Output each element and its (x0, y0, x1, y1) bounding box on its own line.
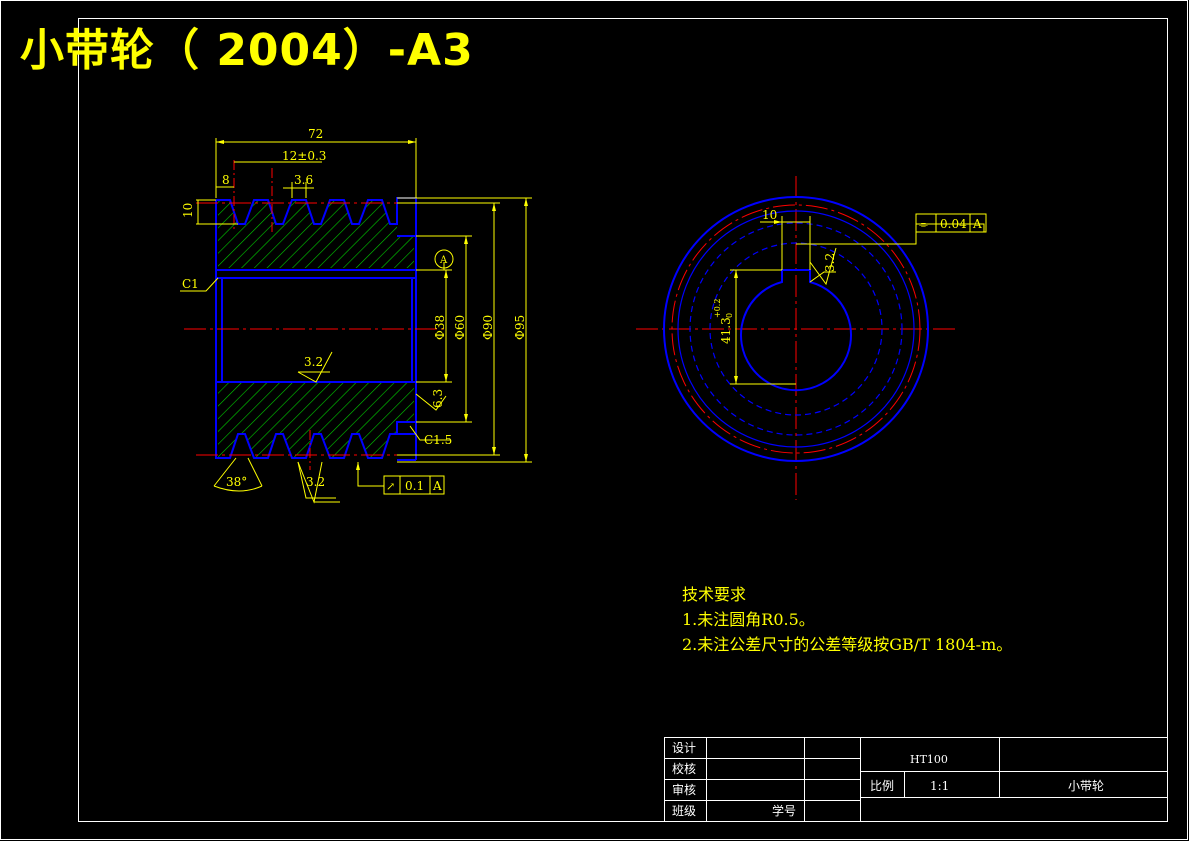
symmetry-value: 0.04 (940, 217, 967, 231)
side-view (636, 176, 958, 500)
hidden-circle-1 (689, 222, 903, 436)
dim-keyway-tol-upper: +0.2 (713, 299, 722, 318)
tb-material: HT100 (910, 753, 948, 766)
tb-student-no: 学号 (772, 803, 796, 818)
dim-width: 72 (308, 127, 323, 141)
side-arrows (734, 220, 782, 384)
dim-bore: Φ38 (433, 315, 447, 340)
dim-body: Φ90 (481, 315, 495, 340)
bore-with-keyway (740, 269, 852, 392)
runout-datum: A (432, 479, 442, 493)
technical-requirements: 技术要求 1.未注圆角R0.5。 2.未注公差尺寸的公差等级按GB/T 1804… (682, 582, 1012, 657)
dim-end-offset: 8 (222, 173, 230, 187)
pitch-circle (671, 204, 921, 454)
runout-value: 0.1 (405, 479, 424, 493)
symmetry-datum: A (972, 217, 982, 231)
rough-face: 6.3 (431, 389, 445, 408)
front-dimension-texts: 72 12±0.3 8 3.6 10 Φ38 Φ60 Φ90 Φ95 C1 C1… (181, 127, 527, 493)
dim-keyway-height: 41.3 (719, 317, 733, 344)
inner-frame (78, 18, 1168, 822)
datum-label: A (439, 255, 448, 266)
upper-outline (216, 197, 417, 270)
tb-class: 班级 (672, 804, 696, 818)
title-block (664, 737, 1168, 822)
side-dimension-texts: 10 41.3 +0.2 0 3.2 ⌯ 0.04 A (713, 208, 982, 344)
tb-review: 审核 (672, 782, 696, 797)
section-view (184, 160, 444, 470)
rough-bore: 3.2 (304, 355, 323, 369)
outer-circle (663, 196, 929, 462)
front-dimensions (180, 138, 532, 504)
tb-scale: 1:1 (930, 779, 949, 793)
tb-check: 校核 (672, 761, 696, 776)
tb-scale-label: 比例 (870, 779, 894, 793)
tech-heading: 技术要求 (682, 585, 747, 604)
symmetry-symbol: ⌯ (919, 218, 928, 231)
dim-chamfer-left: C1 (182, 277, 199, 291)
dim-groove-depth: 10 (181, 203, 195, 218)
dim-pitch: 12±0.3 (282, 149, 326, 163)
tb-part-name: 小带轮 (1068, 779, 1104, 793)
title-block-texts: 设计 校核 审核 班级 学号 HT100 比例 1:1 小带轮 (672, 741, 1104, 818)
dim-keyway-width: 10 (762, 208, 777, 222)
lower-hatch (218, 382, 414, 458)
tech-item-2: 2.未注公差尺寸的公差等级按GB/T 1804-m。 (682, 635, 1013, 654)
dim-keyway-tol-lower: 0 (725, 313, 734, 318)
tech-item-1: 1.未注圆角R0.5。 (682, 610, 815, 629)
rough-key: 3.2 (823, 253, 837, 272)
lower-outline (215, 421, 416, 459)
rough-groove: 3.2 (306, 475, 325, 489)
dim-outer: Φ95 (513, 315, 527, 340)
hidden-circle-2 (709, 242, 883, 416)
groove-circle (677, 210, 915, 448)
runout-symbol: ↗ (386, 480, 395, 493)
dim-chamfer-right: C1.5 (424, 433, 452, 447)
drawing-title: 小带轮（ 2004）-A3 (20, 25, 474, 76)
tb-design: 设计 (672, 741, 696, 755)
dim-shoulder: Φ60 (453, 315, 467, 340)
dimension-arrows (216, 140, 528, 470)
dim-groove-top: 3.6 (294, 173, 313, 187)
dim-groove-angle: 38° (226, 475, 247, 489)
upper-hatch (218, 200, 414, 268)
side-dimensions (730, 213, 987, 385)
